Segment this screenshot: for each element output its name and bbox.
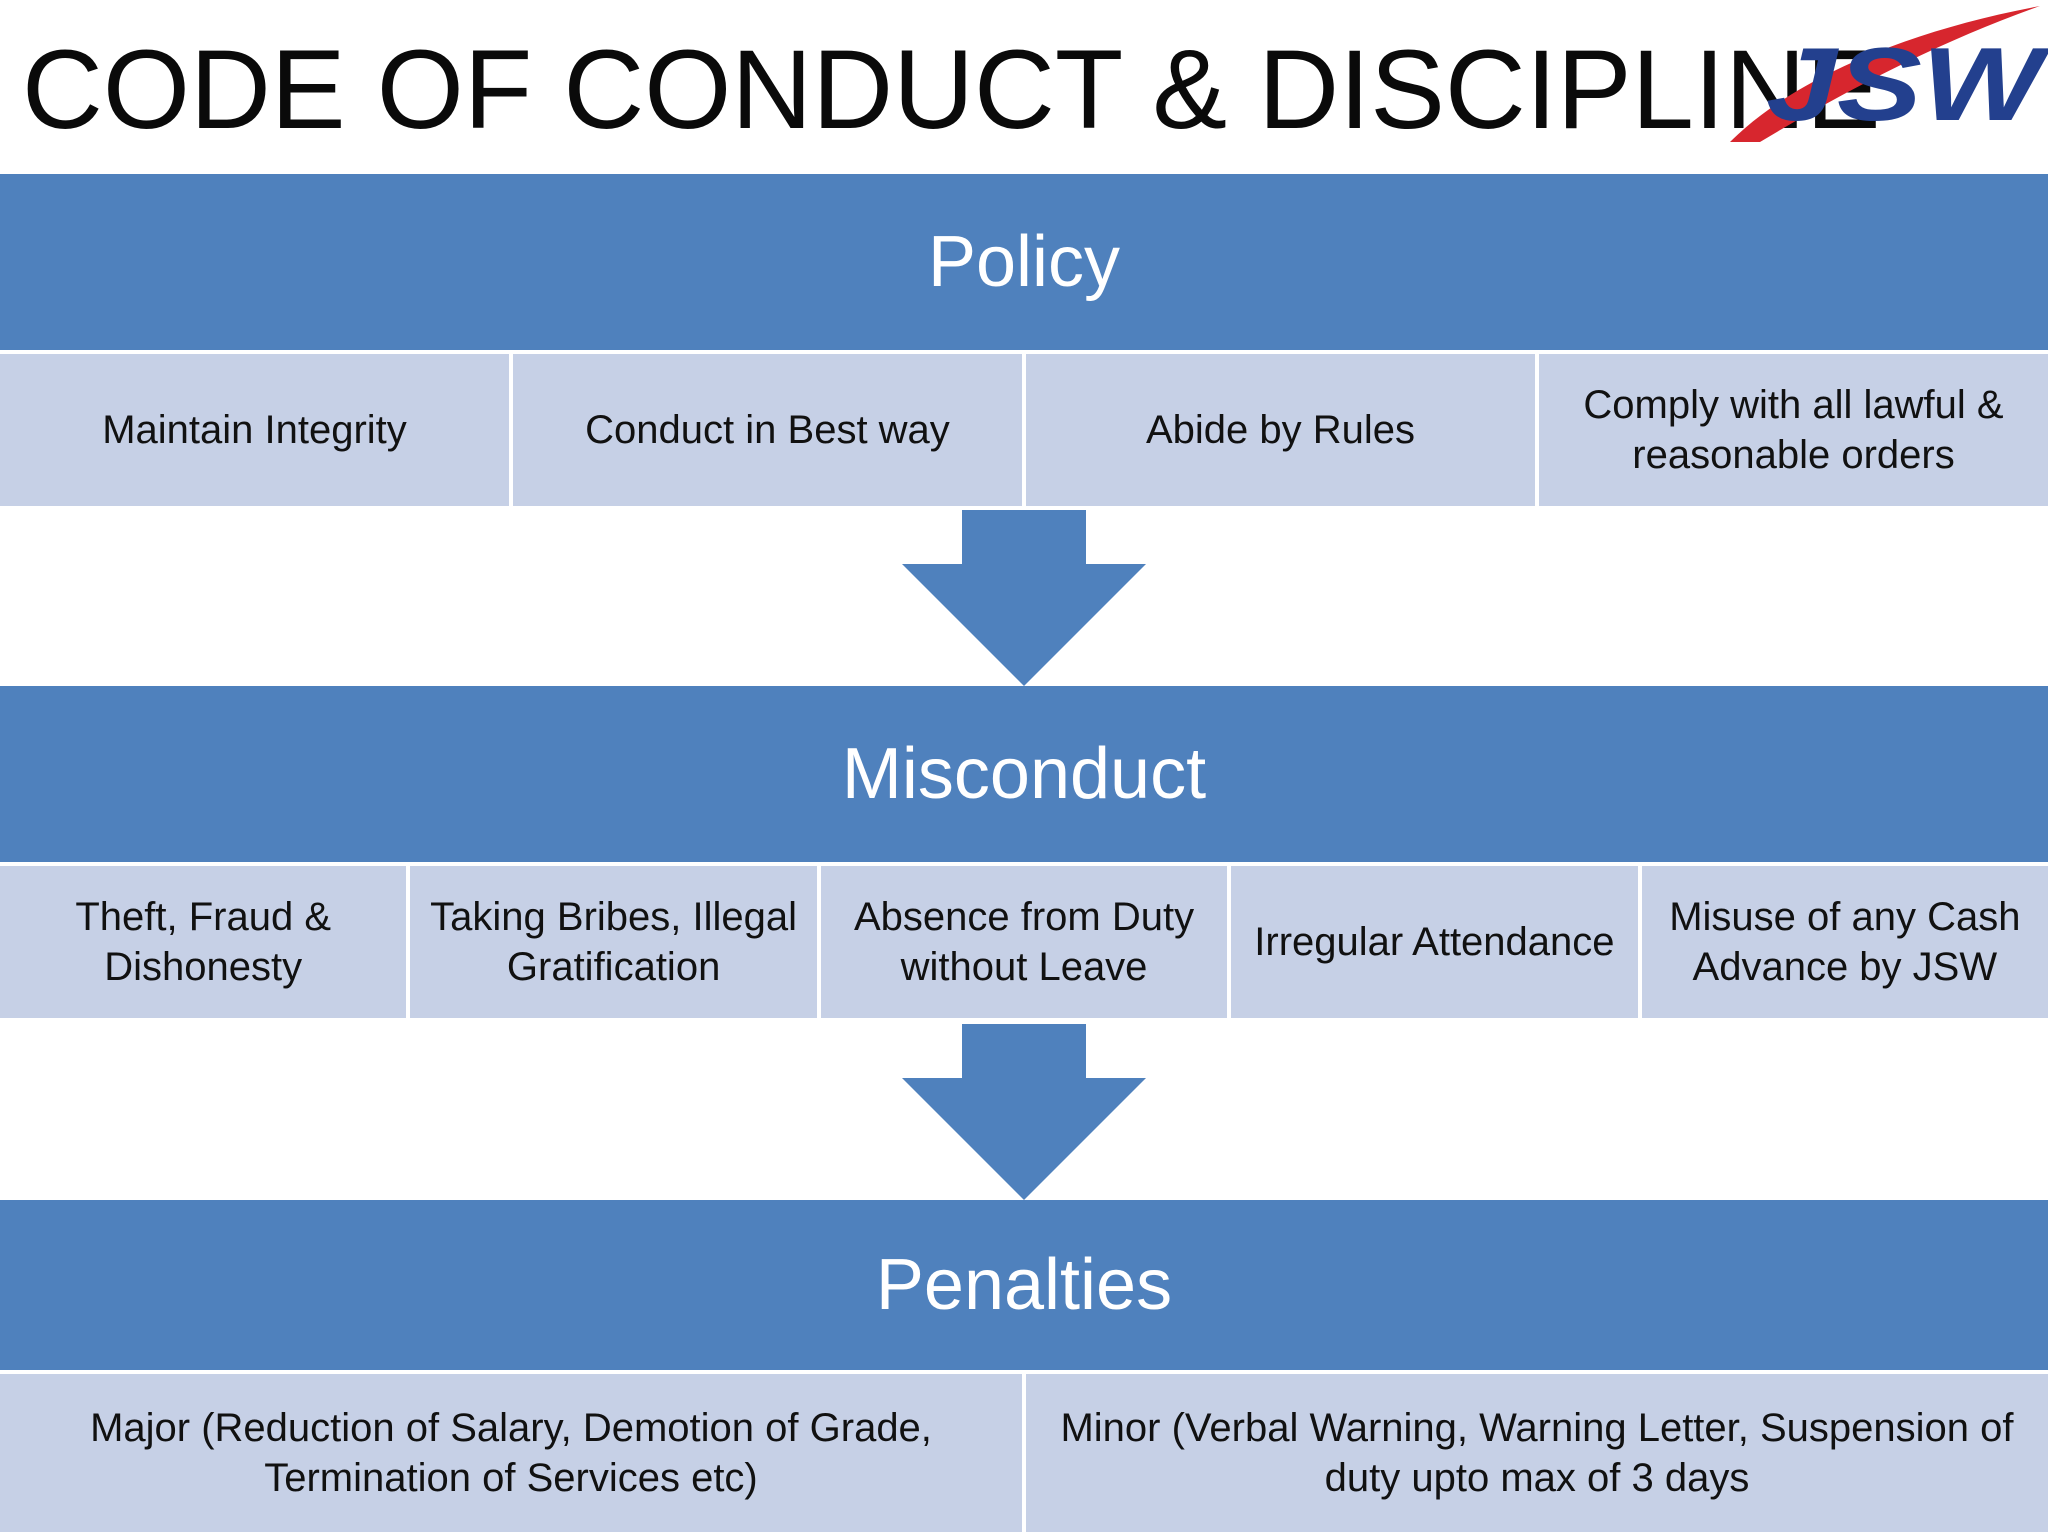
slide-title: CODE OF CONDUCT & DISCIPLINE [22, 27, 1881, 152]
policy-item: Conduct in Best way [513, 350, 1026, 510]
misconduct-item: Taking Bribes, Illegal Gratification [410, 862, 821, 1022]
penalty-item-minor: Minor (Verbal Warning, Warning Letter, S… [1026, 1370, 2048, 1536]
section-heading-policy: Policy [0, 174, 2048, 352]
section-heading-penalties: Penalties [0, 1200, 2048, 1372]
misconduct-item: Misuse of any Cash Advance by JSW [1641, 862, 2048, 1022]
penalty-item-major: Major (Reduction of Salary, Demotion of … [0, 1370, 1026, 1536]
logo-swoosh [1730, 6, 2040, 142]
policy-item: Maintain Integrity [0, 350, 513, 510]
misconduct-row: Theft, Fraud & Dishonesty Taking Bribes,… [0, 862, 2048, 1022]
policy-item: Comply with all lawful & reasonable orde… [1539, 350, 2048, 510]
down-arrow-icon [902, 510, 1146, 686]
down-arrow-icon [902, 1024, 1146, 1200]
misconduct-item: Absence from Duty without Leave [820, 862, 1232, 1022]
policy-row: Maintain Integrity Conduct in Best way A… [0, 350, 2048, 510]
penalties-row: Major (Reduction of Salary, Demotion of … [0, 1370, 2048, 1536]
section-heading-misconduct: Misconduct [0, 686, 2048, 864]
logo-text: JSW [1766, 27, 2048, 143]
misconduct-item: Irregular Attendance [1231, 862, 1642, 1022]
policy-item: Abide by Rules [1026, 350, 1539, 510]
misconduct-item: Theft, Fraud & Dishonesty [0, 862, 411, 1022]
jsw-logo: JSW [1730, 6, 2048, 143]
